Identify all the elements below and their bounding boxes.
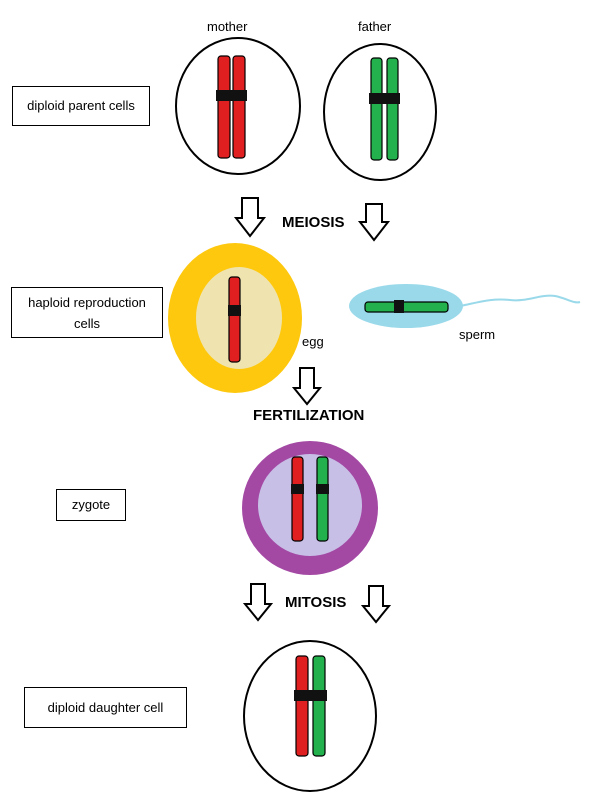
- mother-label: mother: [207, 19, 248, 34]
- meiosis-arrow-right: [357, 203, 391, 242]
- sperm-cell: [349, 284, 581, 328]
- zygote-text: zygote: [71, 497, 111, 512]
- zygote-paternal-chromosome: [316, 456, 329, 542]
- father-cell: [323, 43, 437, 181]
- haploid-box: haploid reproduction cells: [11, 287, 163, 338]
- sperm-chromosome: [364, 300, 449, 313]
- haploid-text-line2: cells: [73, 315, 100, 331]
- zygote-box: zygote: [56, 489, 126, 521]
- mother-chromosome: [216, 55, 247, 159]
- meiosis-arrow-left: [233, 197, 267, 238]
- egg-chromosome: [228, 276, 241, 363]
- daughter-centromere: [294, 690, 327, 701]
- daughter-paternal-chromosome: [312, 655, 326, 757]
- sperm-tail: [459, 294, 581, 307]
- egg-label: egg: [302, 334, 324, 349]
- zygote-cell: [242, 441, 378, 575]
- fertilization-heading: FERTILIZATION: [253, 407, 365, 424]
- egg-cell: [168, 243, 302, 393]
- diploid-parent-box: diploid parent cells: [12, 86, 150, 126]
- mitosis-heading: MITOSIS: [285, 594, 347, 611]
- fertilization-arrow: [291, 367, 323, 406]
- mitosis-arrow-right: [360, 585, 392, 624]
- daughter-cell: [243, 640, 377, 792]
- father-chromosome: [369, 57, 400, 161]
- daughter-maternal-chromosome: [295, 655, 309, 757]
- father-label: father: [358, 19, 392, 34]
- haploid-text-line1: haploid reproduction: [28, 294, 146, 310]
- diploid-daughter-box: diploid daughter cell: [24, 687, 187, 728]
- mother-cell: [175, 37, 301, 175]
- meiosis-heading: MEIOSIS: [282, 214, 345, 231]
- diploid-daughter-text: diploid daughter cell: [47, 699, 164, 715]
- diploid-parent-text: diploid parent cells: [27, 98, 135, 113]
- zygote-maternal-chromosome: [291, 456, 304, 542]
- mitosis-arrow-left: [242, 583, 274, 622]
- sperm-label: sperm: [459, 327, 496, 342]
